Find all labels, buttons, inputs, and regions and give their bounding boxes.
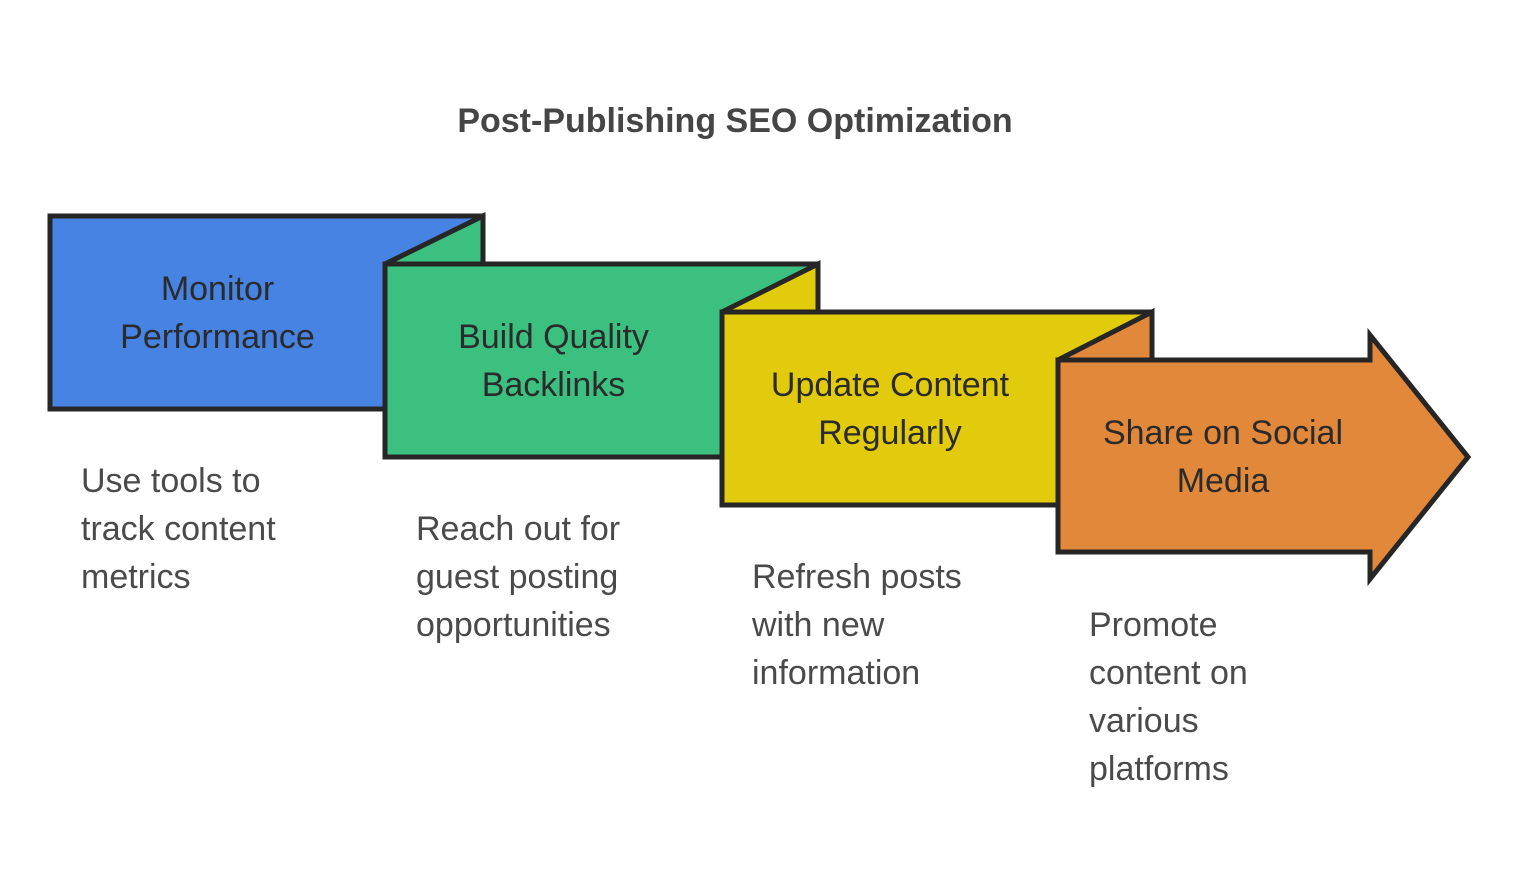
- diagram-title: Post-Publishing SEO Optimization: [457, 102, 1013, 140]
- step-1-description: Use tools to track content metrics: [81, 462, 276, 596]
- step-1-label: Monitor Performance: [120, 270, 315, 356]
- step-2-description: Reach out for guest posting opportunitie…: [416, 510, 621, 644]
- step-4-description: Promote content on various platforms: [1089, 606, 1248, 788]
- step-2-label: Build Quality Backlinks: [458, 318, 649, 404]
- step-3-label: Update Content Regularly: [770, 366, 1010, 452]
- step-3-description: Refresh posts with new information: [752, 558, 962, 692]
- step-4-arrow-icon: [1055, 327, 1472, 587]
- step-4-label: Share on Social Media: [1102, 414, 1344, 500]
